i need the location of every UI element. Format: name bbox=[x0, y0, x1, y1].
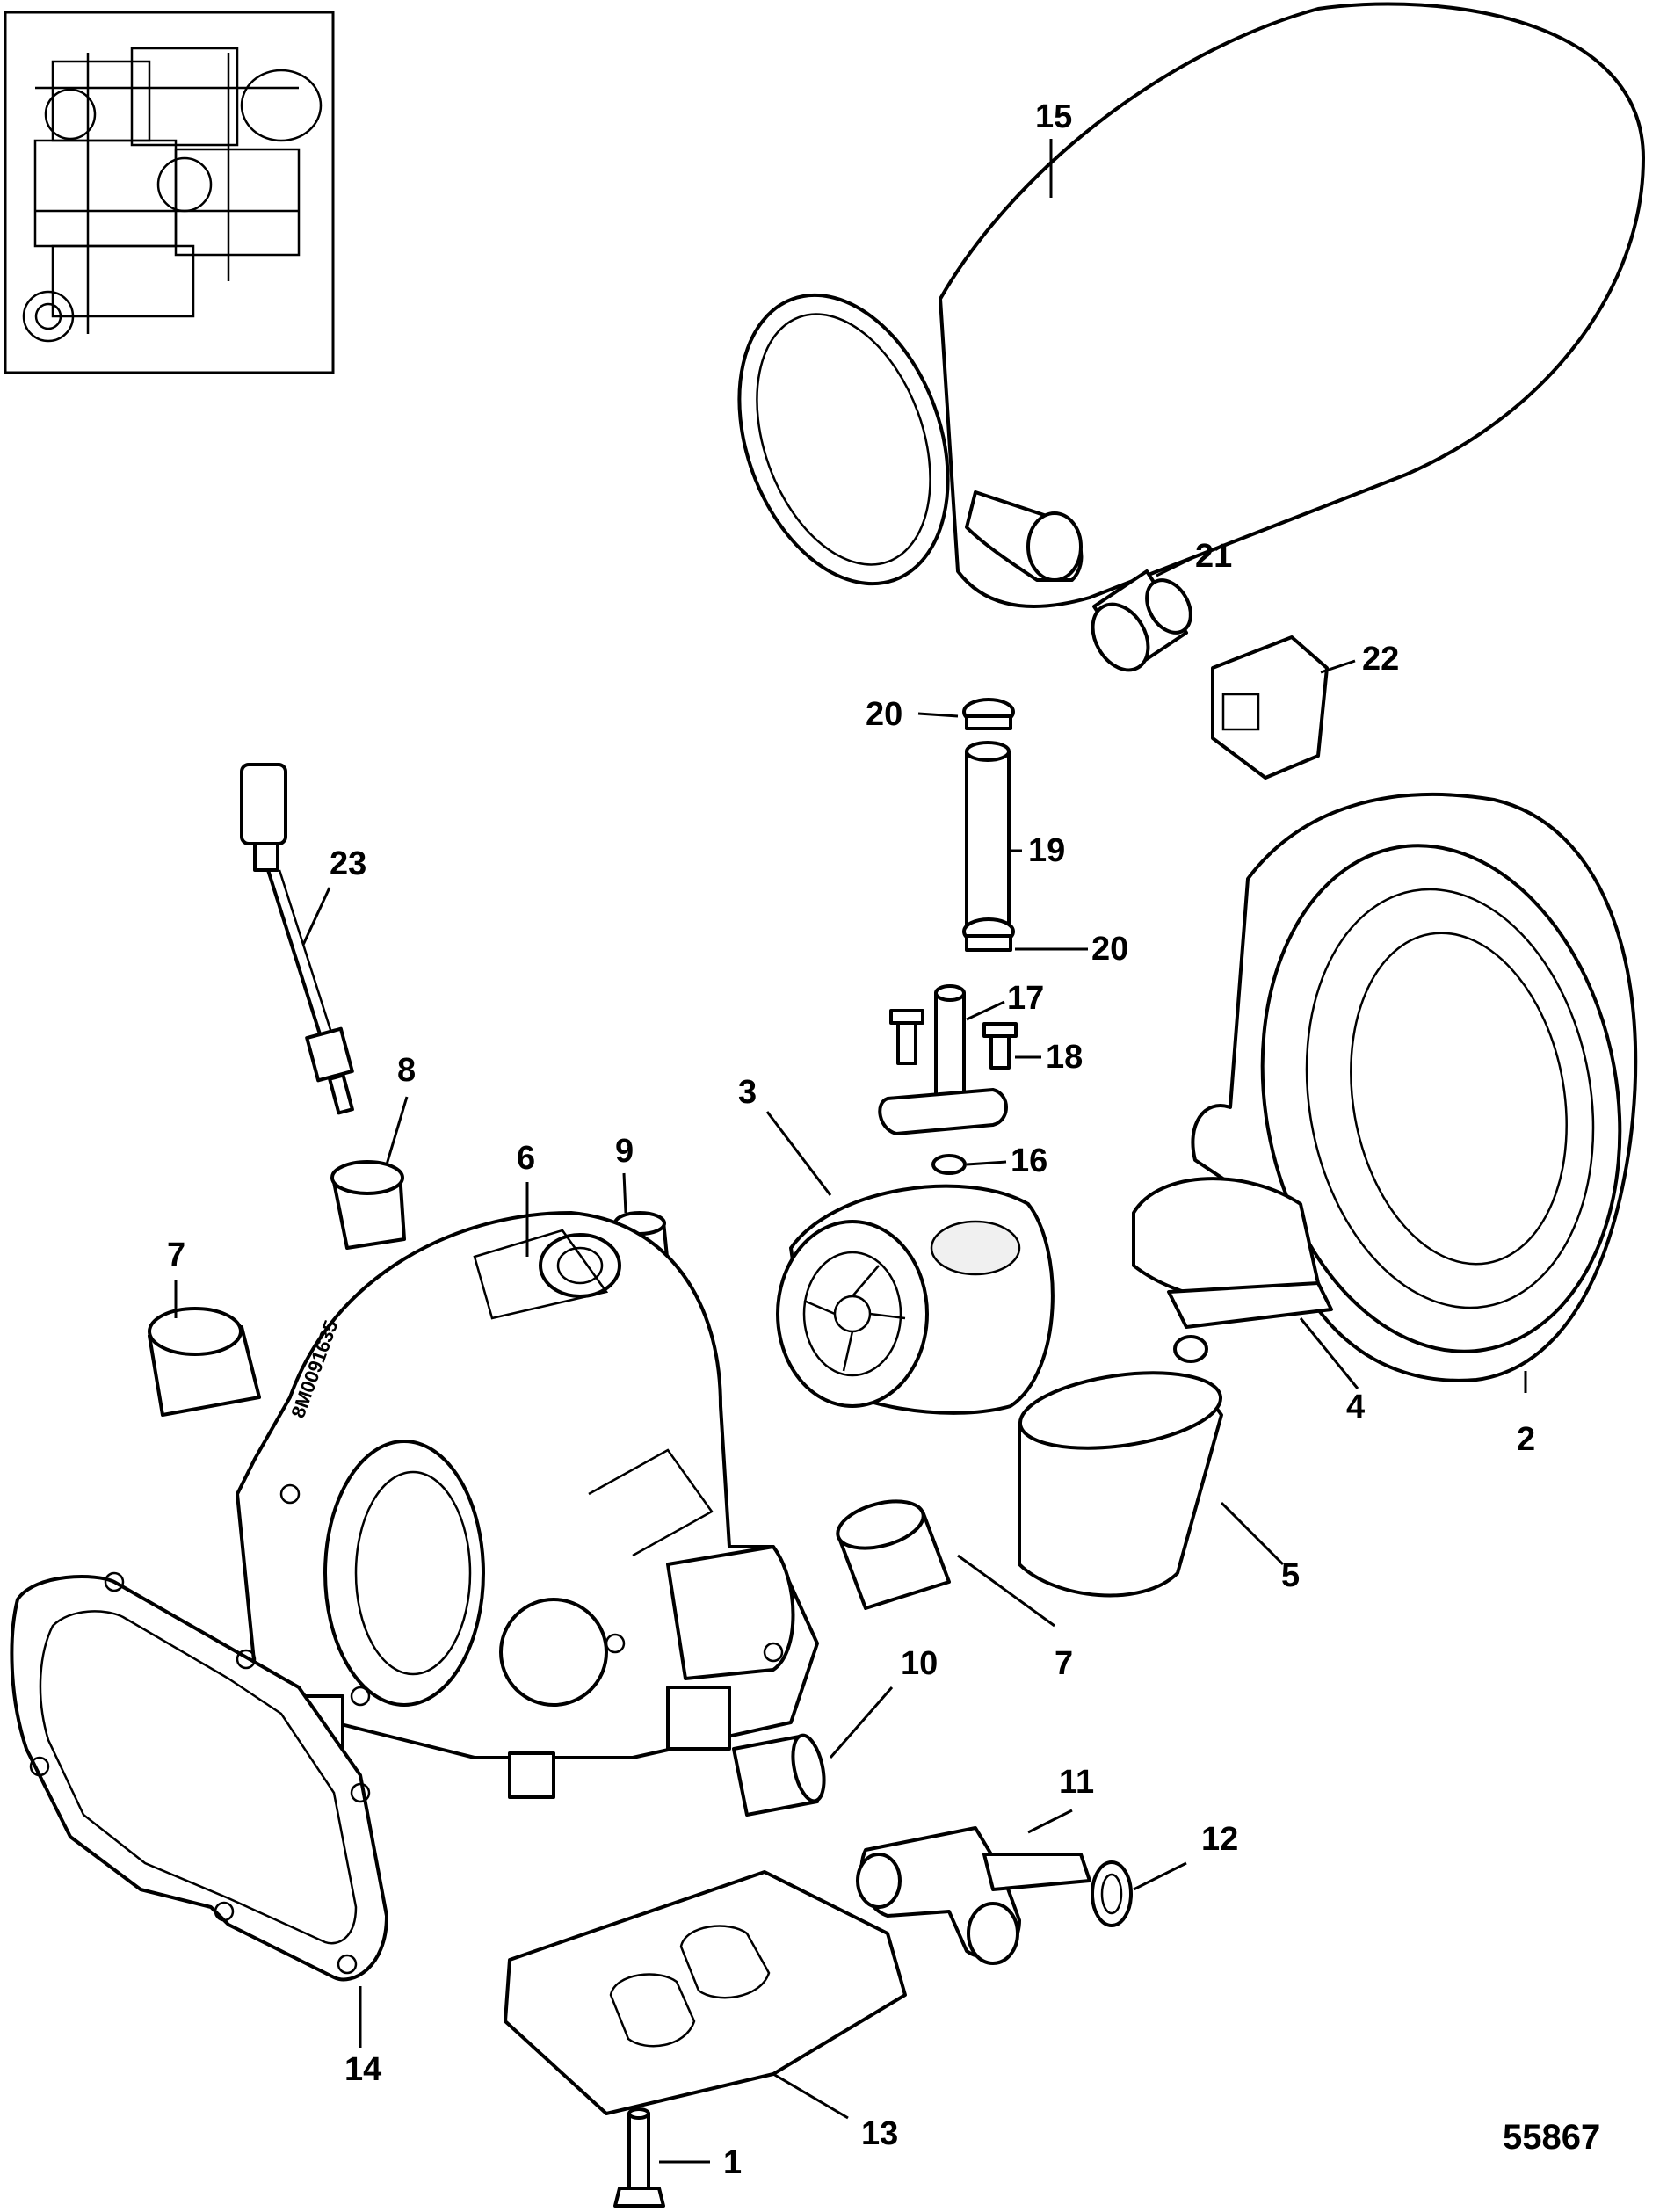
callout-labels: 15 21 22 20 19 20 17 18 16 3 23 8 6 9 7 … bbox=[167, 98, 1535, 2181]
part-12-seal bbox=[1091, 1860, 1133, 1927]
callout-19: 19 bbox=[1028, 832, 1065, 869]
callout-7-lower: 7 bbox=[1055, 1645, 1073, 1682]
part-7-upper-fitting bbox=[148, 1307, 261, 1417]
figure-number: 55867 bbox=[1503, 2118, 1600, 2157]
callout-11: 11 bbox=[1059, 1764, 1094, 1801]
callout-23: 23 bbox=[330, 845, 366, 882]
part-3-turbo-assembly bbox=[776, 1184, 1055, 1415]
callout-20-upper: 20 bbox=[866, 696, 902, 733]
callout-22: 22 bbox=[1362, 641, 1399, 678]
callout-7-upper: 7 bbox=[167, 1237, 185, 1273]
part-4-band-clamp bbox=[1132, 1177, 1333, 1363]
part-8-plug bbox=[330, 1160, 406, 1250]
callout-13: 13 bbox=[861, 2115, 898, 2152]
callout-18: 18 bbox=[1046, 1039, 1083, 1076]
part-1-bolt bbox=[613, 2107, 665, 2208]
callout-12: 12 bbox=[1201, 1821, 1238, 1858]
part-20-upper-clamp bbox=[962, 698, 1015, 730]
callout-5: 5 bbox=[1281, 1557, 1300, 1594]
part-5-sleeve bbox=[1018, 1371, 1223, 1598]
part-23-sensor bbox=[240, 763, 354, 1115]
callout-20-lower: 20 bbox=[1091, 931, 1128, 968]
callout-10: 10 bbox=[901, 1645, 938, 1682]
part-19-hose bbox=[965, 741, 1011, 946]
part-6-turbo-housing: 8M0091635 bbox=[236, 1211, 819, 1799]
callout-14: 14 bbox=[344, 2051, 381, 2088]
leader-lines bbox=[174, 139, 1527, 2164]
callout-15: 15 bbox=[1035, 98, 1072, 135]
part-17-tube-flange bbox=[878, 984, 1008, 1135]
part-22-cap bbox=[1211, 635, 1329, 780]
part-10-tube bbox=[732, 1733, 826, 1817]
callout-21: 21 bbox=[1195, 538, 1232, 575]
callout-8: 8 bbox=[397, 1052, 416, 1089]
part-20-lower-clamp bbox=[962, 917, 1015, 952]
engine-locator-inset bbox=[4, 11, 335, 374]
part-18-bolts bbox=[889, 1009, 1018, 1070]
callout-1: 1 bbox=[723, 2144, 742, 2181]
callout-3: 3 bbox=[738, 1074, 757, 1111]
callout-6: 6 bbox=[517, 1140, 535, 1177]
part-7-lower-fitting bbox=[836, 1499, 951, 1610]
part-11-shaft-arm bbox=[856, 1826, 1091, 1965]
callout-9: 9 bbox=[615, 1133, 634, 1170]
callout-17: 17 bbox=[1007, 980, 1044, 1017]
callout-4: 4 bbox=[1346, 1389, 1365, 1425]
callout-2: 2 bbox=[1517, 1421, 1535, 1458]
part-13-gasket bbox=[504, 1870, 907, 2115]
part-21-fitting bbox=[1091, 569, 1192, 672]
callout-16: 16 bbox=[1011, 1142, 1047, 1179]
part-14-gasket bbox=[10, 1571, 388, 1982]
part-15-air-silencer bbox=[737, 2, 1645, 608]
part-16-o-ring bbox=[931, 1154, 967, 1175]
